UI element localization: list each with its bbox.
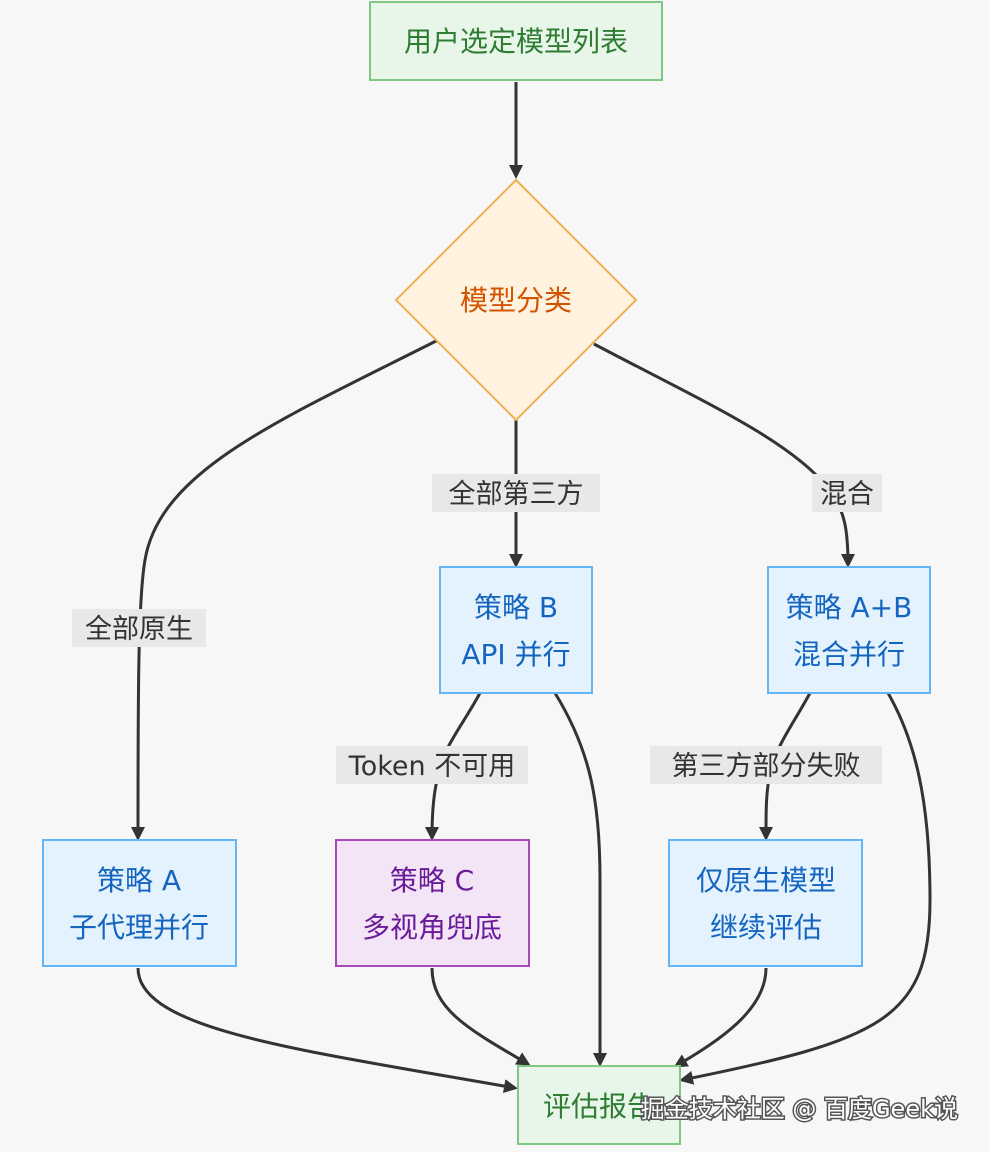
node-strategy-ab: 策略 A+B 混合并行 (767, 566, 931, 694)
edge-classify-to-strategy-a (131, 338, 439, 841)
edge-strategy-b-to-report (553, 692, 607, 1067)
node-strategy-b-line2: API 并行 (461, 638, 570, 671)
edge-label-bg (336, 746, 528, 784)
edge-strategy-ab-to-report (679, 692, 932, 1085)
edge-label-all-third-party: 全部第三方 (449, 479, 584, 510)
node-strategy-ab-line2: 混合并行 (793, 638, 905, 671)
node-native-only-line2: 继续评估 (710, 911, 822, 944)
edge-native-only-to-report (673, 967, 768, 1068)
node-native-only-line1: 仅原生模型 (696, 864, 836, 897)
node-strategy-b: 策略 B API 并行 (439, 566, 593, 694)
watermark: 掘金技术社区 @ 百度Geek说 (641, 1095, 958, 1123)
node-strategy-c: 策略 C 多视角兜底 (335, 839, 530, 967)
edge-label-bg (72, 609, 206, 647)
node-strategy-a: 策略 A 子代理并行 (42, 839, 237, 967)
node-strategy-a-line1: 策略 A (97, 864, 181, 897)
edge-strategy-c-to-report (430, 967, 531, 1066)
edge-label-bg (432, 474, 600, 512)
node-strategy-a-line2: 子代理并行 (69, 911, 209, 944)
node-classify-label: 模型分类 (460, 284, 572, 317)
node-classify: 模型分类 (394, 178, 638, 422)
node-native-only: 仅原生模型 继续评估 (668, 839, 863, 967)
edge-strategy-a-to-report (136, 967, 518, 1093)
node-strategy-c-line2: 多视角兜底 (362, 911, 502, 944)
node-strategy-b-line1: 策略 B (474, 591, 558, 624)
edge-label-third-party-partial-fail: 第三方部分失败 (672, 751, 861, 782)
node-report: 评估报告 (517, 1065, 681, 1145)
edge-classify-to-strategy-ab (593, 342, 855, 568)
node-start-label: 用户选定模型列表 (404, 25, 628, 58)
node-start: 用户选定模型列表 (369, 1, 663, 81)
edge-label-bg (812, 474, 882, 512)
edge-label-bg (650, 746, 882, 784)
edge-label-token-unavailable: Token 不可用 (348, 751, 515, 782)
node-strategy-c-line1: 策略 C (390, 864, 474, 897)
edge-label-mixed: 混合 (820, 479, 874, 510)
node-strategy-ab-line1: 策略 A+B (786, 591, 913, 624)
edge-label-all-native: 全部原生 (85, 614, 193, 645)
node-report-label: 评估报告 (543, 1090, 655, 1123)
